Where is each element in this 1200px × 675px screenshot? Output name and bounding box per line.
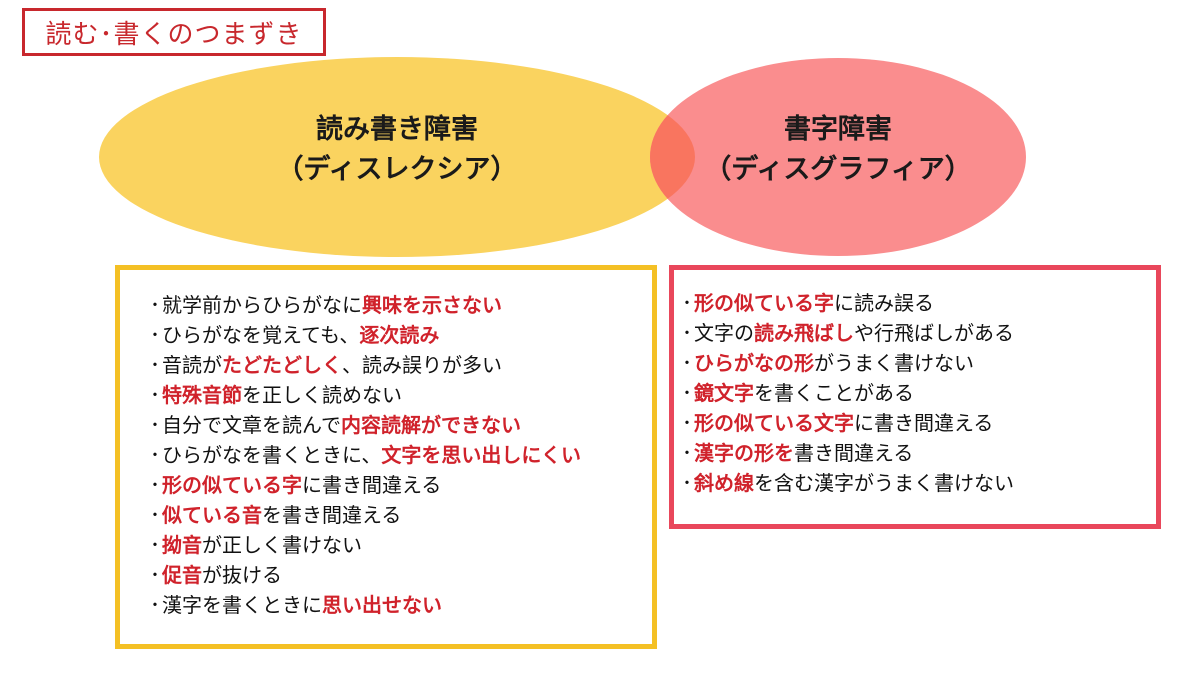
- item-text: ひらがなを書くときに、: [162, 443, 382, 467]
- item-text: や行飛ばしがある: [854, 321, 1014, 345]
- diagram-title: 読む･書くのつまずき: [22, 8, 326, 56]
- list-item: ･ひらがなの形がうまく書けない: [682, 348, 1156, 378]
- bullet-marker: ･: [682, 291, 692, 315]
- item-text: が正しく書けない: [202, 533, 362, 557]
- item-text: がうまく書けない: [814, 351, 974, 375]
- highlighted-text: 斜め線: [694, 471, 754, 495]
- venn-circle-dyslexia: [99, 57, 695, 257]
- dysgraphia-symptom-box: ･形の似ている字に読み誤る･文字の読み飛ばしや行飛ばしがある･ひらがなの形がうま…: [669, 265, 1161, 529]
- dyslexia-title: 読み書き障害: [316, 114, 478, 145]
- list-item: ･文字の読み飛ばしや行飛ばしがある: [682, 318, 1156, 348]
- dysgraphia-label: 書字障害 （ディスグラフィア）: [693, 110, 983, 190]
- bullet-marker: ･: [682, 351, 692, 375]
- list-item: ･似ている音を書き間違える: [150, 500, 652, 530]
- item-text: に書き間違える: [854, 411, 994, 435]
- bullet-marker: ･: [150, 323, 160, 347]
- highlighted-text: 内容読解ができない: [341, 413, 521, 437]
- bullet-marker: ･: [150, 563, 160, 587]
- highlighted-text: 形の似ている文字: [694, 411, 854, 435]
- item-text: 就学前からひらがなに: [162, 293, 362, 317]
- list-item: ･ひらがなを書くときに、文字を思い出しにくい: [150, 440, 652, 470]
- dysgraphia-title: 書字障害: [784, 114, 892, 145]
- bullet-marker: ･: [682, 381, 692, 405]
- item-text: 文字の: [694, 321, 754, 345]
- bullet-marker: ･: [682, 321, 692, 345]
- dysgraphia-symptom-list: ･形の似ている字に読み誤る･文字の読み飛ばしや行飛ばしがある･ひらがなの形がうま…: [682, 288, 1156, 498]
- list-item: ･就学前からひらがなに興味を示さない: [150, 290, 652, 320]
- item-text: を含む漢字がうまく書けない: [754, 471, 1014, 495]
- list-item: ･漢字の形を書き間違える: [682, 438, 1156, 468]
- item-text: 、読み誤りが多い: [342, 353, 502, 377]
- item-text: 音読が: [162, 353, 222, 377]
- list-item: ･形の似ている字に書き間違える: [150, 470, 652, 500]
- item-text: が抜ける: [202, 563, 282, 587]
- item-text: 自分で文章を読んで: [162, 413, 341, 437]
- item-text: を正しく読めない: [242, 383, 402, 407]
- bullet-marker: ･: [682, 471, 692, 495]
- list-item: ･斜め線を含む漢字がうまく書けない: [682, 468, 1156, 498]
- highlighted-text: 漢字の形を: [694, 441, 794, 465]
- dyslexia-label: 読み書き障害 （ディスレクシア）: [247, 110, 547, 190]
- list-item: ･ひらがなを覚えても、逐次読み: [150, 320, 652, 350]
- item-text: を書くことがある: [754, 381, 914, 405]
- list-item: ･形の似ている字に読み誤る: [682, 288, 1156, 318]
- highlighted-text: 逐次読み: [359, 323, 440, 347]
- dysgraphia-subtitle: （ディスグラフィア）: [704, 154, 972, 185]
- list-item: ･拗音が正しく書けない: [150, 530, 652, 560]
- bullet-marker: ･: [150, 593, 160, 617]
- item-text: に読み誤る: [834, 291, 934, 315]
- highlighted-text: 特殊音節: [162, 383, 242, 407]
- bullet-marker: ･: [150, 353, 160, 377]
- highlighted-text: 鏡文字: [694, 381, 754, 405]
- highlighted-text: 促音: [162, 563, 202, 587]
- list-item: ･自分で文章を読んで内容読解ができない: [150, 410, 652, 440]
- highlighted-text: たどたどしく: [222, 353, 342, 377]
- bullet-marker: ･: [682, 441, 692, 465]
- bullet-marker: ･: [150, 293, 160, 317]
- highlighted-text: 形の似ている字: [162, 473, 302, 497]
- highlighted-text: 読み飛ばし: [754, 321, 854, 345]
- highlighted-text: 思い出せない: [322, 593, 442, 617]
- list-item: ･鏡文字を書くことがある: [682, 378, 1156, 408]
- dyslexia-subtitle: （ディスレクシア）: [276, 154, 518, 185]
- bullet-marker: ･: [682, 411, 692, 435]
- bullet-marker: ･: [150, 413, 160, 437]
- highlighted-text: 文字を思い出しにくい: [381, 443, 582, 467]
- item-text: ひらがなを覚えても、: [162, 323, 360, 347]
- item-text: に書き間違える: [302, 473, 442, 497]
- list-item: ･音読がたどたどしく、読み誤りが多い: [150, 350, 652, 380]
- bullet-marker: ･: [150, 473, 160, 497]
- highlighted-text: 似ている音: [162, 503, 262, 527]
- dyslexia-symptom-list: ･就学前からひらがなに興味を示さない･ひらがなを覚えても、逐次読み･音読がたどた…: [150, 290, 652, 620]
- bullet-marker: ･: [150, 383, 160, 407]
- bullet-marker: ･: [150, 503, 160, 527]
- item-text: 書き間違える: [794, 441, 914, 465]
- bullet-marker: ･: [150, 443, 160, 467]
- list-item: ･漢字を書くときに思い出せない: [150, 590, 652, 620]
- highlighted-text: 拗音: [162, 533, 202, 557]
- list-item: ･形の似ている文字に書き間違える: [682, 408, 1156, 438]
- bullet-marker: ･: [150, 533, 160, 557]
- dyslexia-symptom-box: ･就学前からひらがなに興味を示さない･ひらがなを覚えても、逐次読み･音読がたどた…: [115, 265, 657, 649]
- venn-circle-dysgraphia: [650, 58, 1026, 256]
- venn-diagram: [99, 57, 1026, 257]
- item-text: を書き間違える: [262, 503, 402, 527]
- item-text: 漢字を書くときに: [162, 593, 322, 617]
- list-item: ･促音が抜ける: [150, 560, 652, 590]
- highlighted-text: 興味を示さない: [362, 293, 502, 317]
- list-item: ･特殊音節を正しく読めない: [150, 380, 652, 410]
- highlighted-text: 形の似ている字: [694, 291, 834, 315]
- highlighted-text: ひらがなの形: [694, 351, 814, 375]
